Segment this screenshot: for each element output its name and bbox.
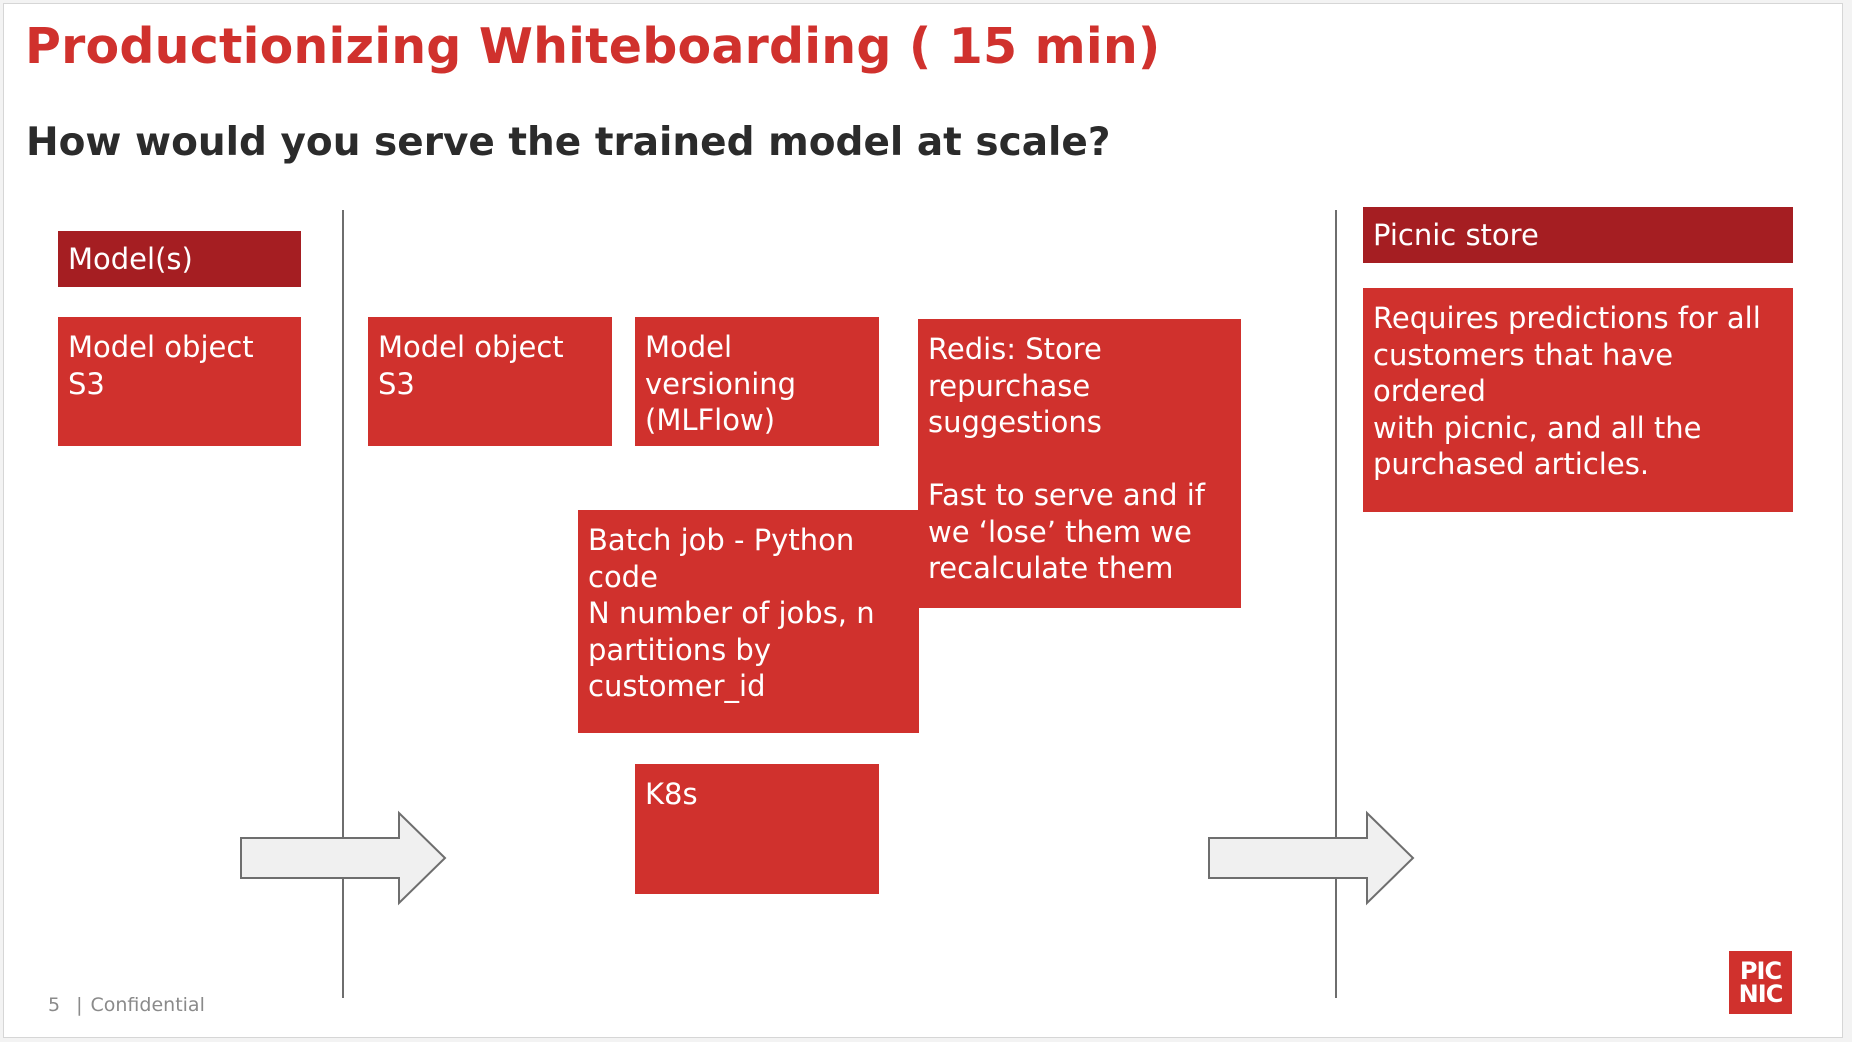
- slide: Productionizing Whiteboarding ( 15 min) …: [3, 3, 1843, 1038]
- batch-job-box: Batch job - Python code N number of jobs…: [578, 510, 919, 733]
- model-object-box-middle: Model object S3: [368, 317, 612, 446]
- confidential-label: Confidential: [90, 994, 205, 1016]
- model-versioning-box: Model versioning (MLFlow): [635, 317, 879, 446]
- flow-arrow-right: [1208, 810, 1415, 906]
- footer: 5 | Confidential: [48, 994, 205, 1016]
- logo-line-2: NIC: [1738, 979, 1784, 1008]
- slide-subtitle: How would you serve the trained model at…: [26, 120, 1111, 165]
- requirements-box: Requires predictions for all customers t…: [1363, 288, 1793, 512]
- logo-line-1: PIC: [1739, 956, 1782, 985]
- k8s-box: K8s: [635, 764, 879, 894]
- picnic-logo: PIC NIC: [1729, 951, 1792, 1014]
- footer-separator: |: [76, 994, 83, 1016]
- slide-title: Productionizing Whiteboarding ( 15 min): [25, 18, 1161, 75]
- models-header-box: Model(s): [58, 231, 301, 287]
- divider-line-left: [342, 210, 344, 998]
- picnic-store-header-box: Picnic store: [1363, 207, 1793, 263]
- page-number: 5: [48, 994, 61, 1016]
- flow-arrow-left: [240, 810, 447, 906]
- model-object-box-left: Model object S3: [58, 317, 301, 446]
- redis-box: Redis: Store repurchase suggestions Fast…: [918, 319, 1241, 608]
- divider-line-right: [1335, 210, 1337, 998]
